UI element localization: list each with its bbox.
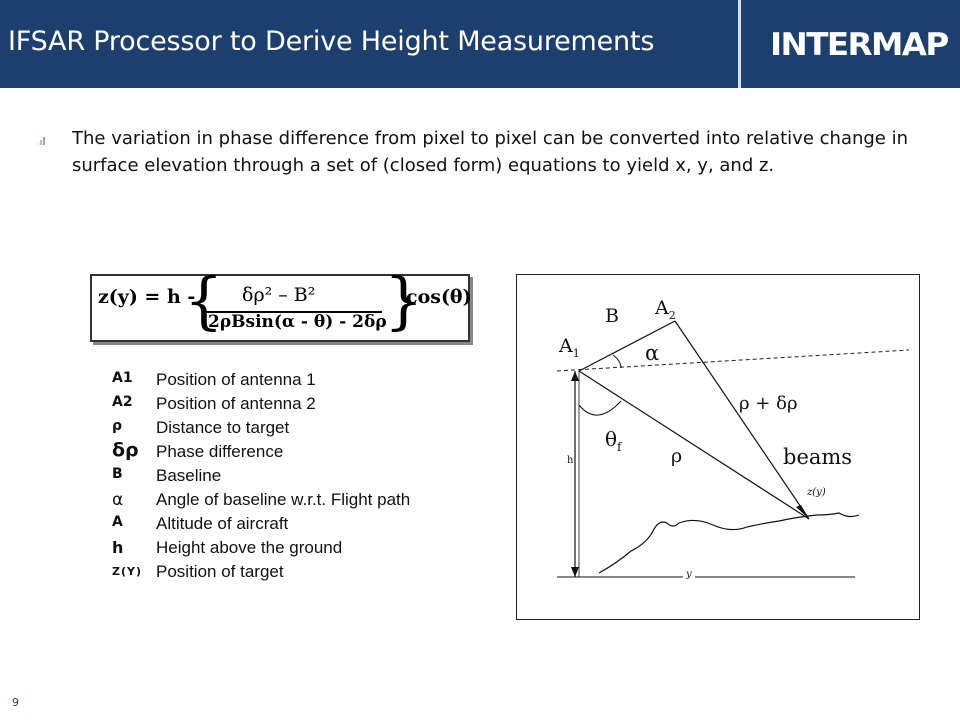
beam-arrowhead (796, 505, 809, 519)
legend-symbol: A (112, 514, 123, 530)
legend-symbol: B (112, 466, 123, 482)
label-theta: θf (605, 427, 622, 454)
geometry-lines (556, 320, 910, 578)
legend-item: Z(Y) Position of target (112, 562, 472, 586)
label-beams: beams (783, 445, 853, 469)
legend-symbol: δρ (112, 439, 139, 461)
label-y: y (683, 569, 695, 580)
legend-item: ρ Distance to target (112, 418, 472, 442)
label-a1: A1 (559, 335, 580, 360)
legend-description: Phase difference (156, 442, 284, 461)
legend-description: Distance to target (156, 418, 290, 437)
legend-item: δρ Phase difference (112, 439, 472, 466)
header-divider (738, 0, 741, 88)
equation-fraction-line (204, 311, 382, 313)
equation-box: z(y) = h - { δρ² – B² 2ρBsin(α - θ) - 2δ… (90, 270, 472, 342)
intermap-logo: INTERMAP (770, 27, 949, 63)
equation-left-brace: { (184, 264, 224, 337)
legend-symbol: A1 (112, 370, 133, 386)
legend-description: Height above the ground (156, 538, 343, 557)
legend-item: h Height above the ground (112, 538, 472, 562)
label-h: h (567, 455, 574, 466)
legend-item: A1 Position of antenna 1 (112, 370, 472, 394)
equation-lhs: z(y) = h - (98, 286, 196, 308)
bullet-icon (38, 137, 45, 145)
equation-right-brace: } (384, 264, 424, 337)
terrain-profile (598, 512, 860, 574)
bullet-text: The variation in phase difference from p… (72, 128, 909, 176)
theta-arc (578, 400, 622, 416)
slide-header: IFSAR Processor to Derive Height Measure… (0, 0, 960, 88)
legend-symbol: ρ (112, 418, 123, 434)
beam-a2 (674, 320, 810, 520)
slide-title: IFSAR Processor to Derive Height Measure… (8, 26, 655, 57)
legend-description: Altitude of aircraft (156, 514, 289, 533)
legend-item: A Altitude of aircraft (112, 514, 472, 538)
legend-description: Position of antenna 2 (156, 394, 316, 413)
legend-symbol: A2 (112, 394, 133, 410)
alpha-arc (612, 354, 622, 369)
equation-cos: cos(θ) (406, 286, 472, 308)
reference-line (556, 349, 910, 372)
label-rho-plus-drho: ρ + δρ (739, 393, 798, 414)
equation-denominator: 2ρBsin(α - θ) - 2δρ (208, 312, 387, 332)
legend-description: Baseline (156, 466, 222, 485)
label-alpha: α (645, 341, 660, 365)
legend-description: Angle of baseline w.r.t. Flight path (156, 490, 411, 509)
equation-numerator: δρ² – B² (242, 284, 316, 306)
legend-symbol: α (112, 490, 124, 510)
baseline-line (578, 320, 676, 372)
legend-description: Position of antenna 1 (156, 370, 316, 389)
beam-a1 (578, 370, 810, 520)
legend-symbol: Z(Y) (112, 565, 142, 578)
label-zy: z(y) (807, 487, 826, 498)
label-a2: A2 (655, 297, 676, 322)
legend-symbol: h (112, 538, 124, 557)
geometry-diagram: B A2 A1 α ρ + δρ θf ρ h beams z(y) y (516, 274, 920, 620)
height-arrow-bottom (571, 567, 579, 577)
label-b: B (605, 305, 619, 327)
legend-item: α Angle of baseline w.r.t. Flight path (112, 490, 472, 514)
legend-item: A2 Position of antenna 2 (112, 394, 472, 418)
label-rho: ρ (671, 445, 683, 467)
page-number: 9 (12, 696, 19, 709)
legend-description: Position of target (156, 562, 284, 581)
height-arrow-top (571, 371, 579, 381)
legend-item: B Baseline (112, 466, 472, 490)
